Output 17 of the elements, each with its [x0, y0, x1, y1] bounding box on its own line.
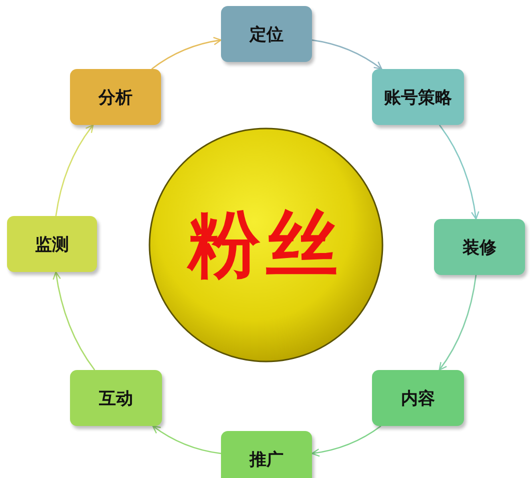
- step-box: 定位: [221, 6, 312, 62]
- arrow: [438, 274, 477, 371]
- step-box: 互动: [70, 370, 162, 426]
- step-box: 推广: [221, 431, 312, 478]
- arrow: [312, 39, 382, 70]
- step-box: 内容: [372, 370, 464, 426]
- arrow: [52, 271, 96, 370]
- center-circle: 粉丝: [148, 127, 384, 363]
- step-box: 账号策略: [372, 69, 464, 125]
- step-box: 分析: [70, 69, 161, 125]
- arrow: [438, 124, 480, 220]
- step-box: 监测: [7, 216, 97, 272]
- arrow: [152, 425, 222, 454]
- arrow: [151, 37, 222, 70]
- arrow: [55, 124, 94, 216]
- step-box: 装修: [434, 219, 525, 275]
- arrow: [311, 425, 382, 457]
